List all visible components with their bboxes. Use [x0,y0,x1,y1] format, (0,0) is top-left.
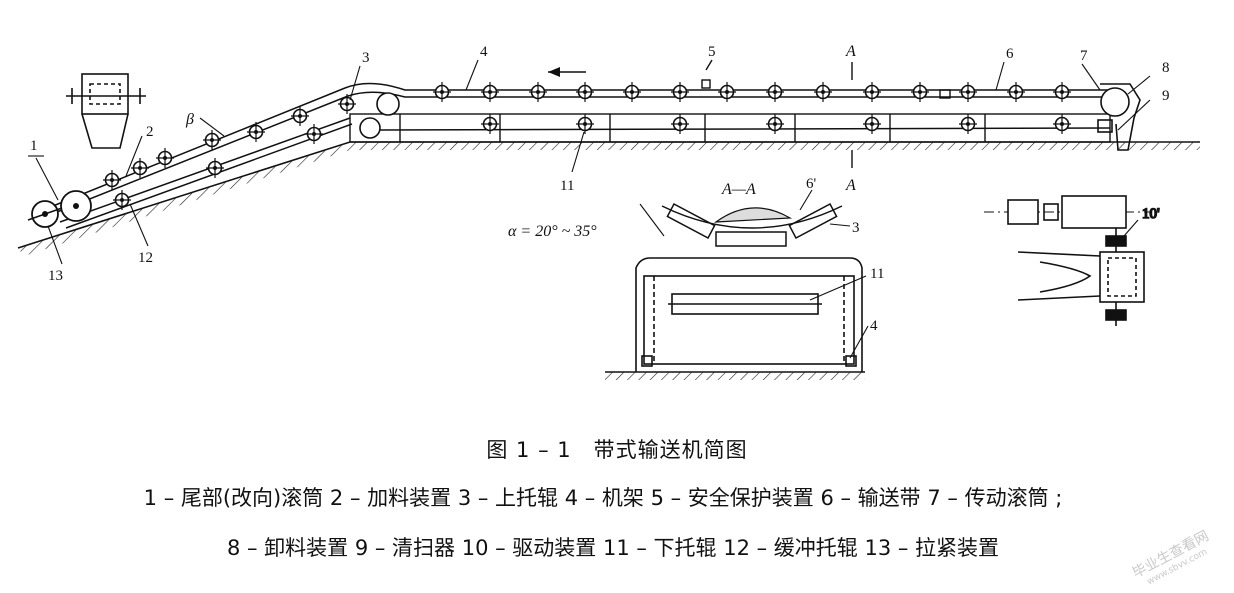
trough-angle-label: α = 20° ~ 35° [508,223,597,240]
label-11: 11 [560,178,574,194]
section-label-4: 4 [870,318,878,334]
head-pulley [1097,83,1141,151]
legend-line-1: 1 – 尾部(改向)滚筒 2 – 加料装置 3 – 上托辊 4 – 机架 5 –… [143,486,1063,510]
label-9: 9 [1162,88,1170,104]
tail-pulley [27,190,92,228]
leader-lines [28,59,1151,265]
ground [17,141,1200,380]
direction-arrow [548,67,586,77]
label-section-a-top: A [845,43,856,60]
label-12: 12 [138,250,153,266]
conveyor-diagram: 1 2 3 4 5 6 7 8 9 11 12 13 β A A A—A α =… [17,43,1200,380]
conveyor-belt [47,82,1115,229]
material-load [713,207,793,223]
figure-caption: 图 1 – 1 带式输送机简图 [486,438,748,462]
section-label-3: 3 [852,220,860,236]
section-label-11: 11 [870,266,884,282]
bend-pulley [359,92,400,139]
safety-device [701,59,951,99]
drive-label-10: 10' [1142,206,1160,222]
upper-idlers [432,81,1072,103]
label-7: 7 [1080,48,1088,64]
legend-line-2: 8 – 卸料装置 9 – 清扫器 10 – 驱动装置 11 – 下托辊 12 –… [226,536,1000,560]
label-6: 6 [1006,46,1014,62]
label-2: 2 [146,124,154,140]
label-5: 5 [708,44,716,60]
label-beta: β [185,111,194,128]
label-4: 4 [480,44,488,60]
cross-section-aa: A—A α = 20° ~ 35° 6' 3 11 4 [508,176,884,372]
label-3: 3 [362,50,370,66]
label-section-a-bottom: A [845,177,856,194]
frame [349,113,1111,143]
label-13: 13 [48,268,63,284]
label-8: 8 [1162,60,1170,76]
label-1: 1 [30,138,38,154]
lower-idlers [480,113,1072,135]
feeding-hopper [66,73,146,149]
section-title: A—A [721,181,756,198]
section-label-6: 6' [806,176,817,192]
drive-unit: 10' [984,195,1161,326]
